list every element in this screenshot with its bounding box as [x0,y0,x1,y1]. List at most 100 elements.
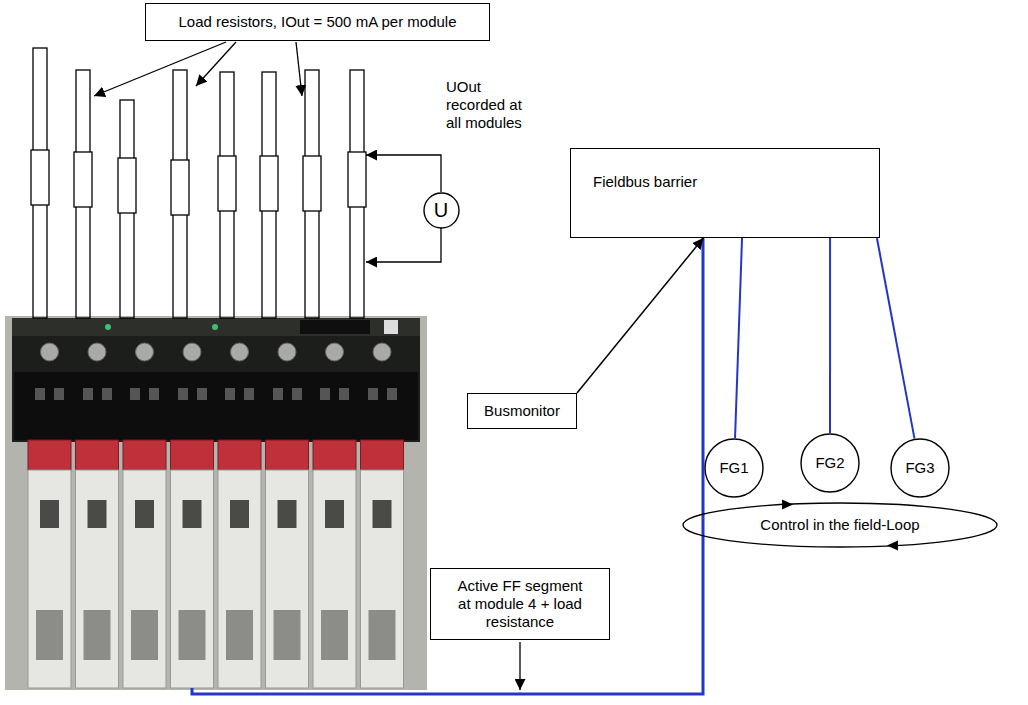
circle-outline [801,434,859,492]
terminal-slot [197,388,207,400]
module-window [183,500,202,528]
loop-ellipse [683,503,997,547]
node-text: Active FF segment at module 4 + load res… [450,577,590,631]
module-top [28,440,71,470]
fieldbus-trunk [192,238,703,694]
screw-terminal [41,343,59,361]
resistor-symbol [74,152,92,207]
field-device: FG2 [800,433,860,493]
terminal-block [14,372,418,440]
monitor-box: Busmonitor [467,393,577,429]
resistor-symbol [218,156,236,211]
loop-arrow-head [782,499,793,509]
module-body [171,470,214,688]
terminal-slot [292,388,302,400]
monitor-connector [577,238,703,393]
screw-terminal [278,343,296,361]
module-top [313,440,356,470]
control-loop: Control in the field-Loop [680,500,1000,550]
resistor-symbol [303,156,321,211]
terminal-slot [149,388,159,400]
terminal-slot [339,388,349,400]
callout-box: Active FF segment at module 4 + load res… [430,568,610,640]
terminal-slot [178,388,188,400]
node-text: Control in the field-Loop [760,516,919,534]
probe-lead [366,228,441,262]
module-top [218,440,261,470]
resistor-symbol [348,152,366,207]
probe-lead [366,155,441,192]
photo-background [5,316,427,690]
node-text: Fieldbus barrier [593,173,697,191]
node-text: FG3 [905,459,934,477]
module-window [373,500,392,528]
spur-line [877,238,915,439]
module-window [40,500,59,528]
callout-box: Load resistors, IOut = 500 mA per module [145,3,490,41]
module-top [123,440,166,470]
module-top [76,440,119,470]
module-window [325,500,344,528]
status-led [212,324,218,330]
board-strip [12,318,420,336]
module-top [361,440,404,470]
module-window [88,500,107,528]
node-text: Load resistors, IOut = 500 mA per module [178,13,456,31]
screw-terminal [231,343,249,361]
terminal-slot [83,388,93,400]
spur-line [735,238,742,438]
resistor-symbol [171,160,189,215]
terminal-slot [387,388,397,400]
leader-arrow [519,642,520,690]
leader-arrow [296,42,302,96]
module-body [266,470,309,688]
module-body [123,470,166,688]
module-window [278,500,297,528]
node-text: FG1 [719,459,748,477]
terminal-slot [130,388,140,400]
screw-terminal [183,343,201,361]
module-window [135,500,154,528]
resistor-symbol [118,158,136,213]
resistor-symbol [31,150,49,205]
voltmeter-symbol: U [423,192,460,229]
module-top [171,440,214,470]
module-plate [226,610,253,660]
board-connector [300,320,370,334]
module-body [361,470,404,688]
screw-terminal [88,343,106,361]
module-body [76,470,119,688]
module-window [230,500,249,528]
circle-outline [424,193,459,228]
terminal-slot [368,388,378,400]
module-body [28,470,71,688]
node-text: Busmonitor [484,402,560,420]
module-top [266,440,309,470]
terminal-slot [244,388,254,400]
node-text: U [434,198,448,222]
module-body [313,470,356,688]
leader-arrow [196,42,236,86]
terminal-slot [102,388,112,400]
circle-outline [891,439,949,497]
module-plate [179,610,206,660]
status-led [105,324,111,330]
barrier-box: Fieldbus barrier [570,148,880,238]
terminal-slot [273,388,283,400]
module-body [218,470,261,688]
module-plate [274,610,301,660]
terminal-slot [225,388,235,400]
terminal-slot [35,388,45,400]
screw-terminal [136,343,154,361]
annotation-label: UOut recorded at all modules [446,78,538,132]
spur-line [829,238,831,433]
module-plate [321,610,348,660]
terminal-slot [320,388,330,400]
loop-arrow-head [887,541,898,551]
node-text: FG2 [815,454,844,472]
module-plate [36,610,63,660]
screw-terminal [373,343,391,361]
terminal-slot [54,388,64,400]
module-plate [84,610,111,660]
